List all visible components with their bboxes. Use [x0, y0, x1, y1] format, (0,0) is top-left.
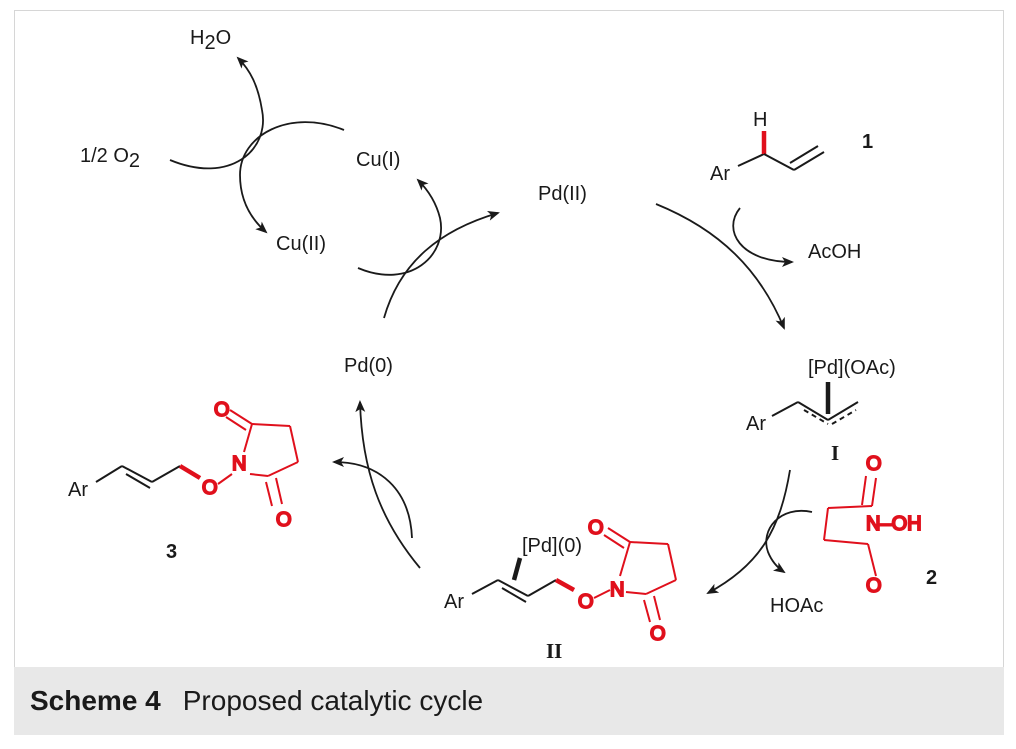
- compound-1-h: H: [753, 109, 767, 131]
- cu2-to-cu1-arrow: [357, 178, 442, 276]
- compound-2-label: 2: [926, 567, 937, 589]
- int1-ar: Ar: [746, 413, 766, 435]
- int1-metal-label: [Pd](OAc): [808, 357, 896, 379]
- intermediate-2-label: II: [546, 639, 562, 663]
- compound-3-ar: Ar: [68, 479, 88, 501]
- compound-1-label: 1: [862, 131, 873, 153]
- acoh-label: AcOH: [808, 241, 861, 263]
- pd0-label: Pd(0): [344, 355, 393, 377]
- caption-text: Proposed catalytic cycle: [182, 685, 484, 716]
- oxygen-to-water-arrow: [169, 56, 264, 170]
- int2-metal-label: [Pd](0): [522, 535, 582, 557]
- hoac-label: HOAc: [770, 595, 823, 617]
- caption-label: Scheme 4: [30, 685, 161, 716]
- cu2-label: Cu(II): [276, 233, 326, 255]
- intermediate-1-label: I: [831, 441, 839, 465]
- int2-o-top: O: [588, 517, 604, 539]
- intermediate-1-structure: [Pd](OAc) Ar: [746, 357, 896, 435]
- oxygen-label: 1/2 O2: [80, 145, 140, 172]
- int1-to-int2-arrow: [706, 469, 791, 594]
- product-release-arrow: [332, 457, 413, 539]
- int2-to-pd0-arrow: [355, 400, 421, 569]
- compound-2-o-top: O: [866, 453, 882, 475]
- compound-2-o-bottom: O: [866, 575, 882, 597]
- compound-3-o-bottom: O: [276, 509, 292, 531]
- compound-3-o: O: [202, 477, 218, 499]
- compound-1-structure: Ar H: [710, 109, 825, 185]
- compound-2-structure: O N–OH O: [823, 452, 923, 598]
- hoac-release-arrow: [765, 509, 813, 574]
- scheme-caption: Scheme 4 Proposed catalytic cycle: [14, 667, 1004, 735]
- pd2-label: Pd(II): [538, 183, 587, 205]
- cu1-to-cu2-arrow: [239, 121, 345, 234]
- water-label: H2O: [190, 27, 231, 54]
- compound-2-noh: N–OH: [866, 513, 922, 535]
- compound-3-o-top: O: [214, 399, 230, 421]
- scheme-frame: [14, 10, 1004, 735]
- acoh-release-arrow: [732, 207, 794, 267]
- compound-3-structure: Ar O N O O: [68, 398, 299, 532]
- int2-n: N: [610, 579, 624, 601]
- pd2-to-int1-arrow: [655, 203, 785, 330]
- compound-3-n: N: [232, 453, 246, 475]
- int2-ar: Ar: [444, 591, 464, 613]
- cu1-label: Cu(I): [356, 149, 400, 171]
- compound-3-label: 3: [166, 541, 177, 563]
- compound-1-ar: Ar: [710, 163, 730, 185]
- int2-o-bottom: O: [650, 623, 666, 645]
- pd0-to-pd2-arrow: [383, 211, 500, 319]
- int2-o: O: [578, 591, 594, 613]
- intermediate-2-structure: [Pd](0) Ar O N O O: [444, 516, 677, 646]
- catalytic-cycle-diagram: H2O 1/2 O2 Cu(I) Cu(II) Pd(II) Pd(0) AcO…: [68, 27, 937, 663]
